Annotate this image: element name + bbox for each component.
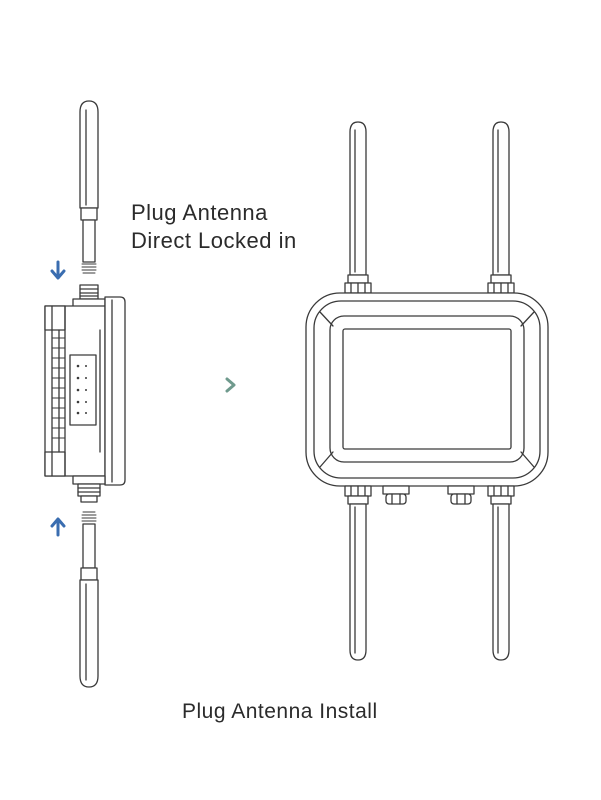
device-side-view xyxy=(44,296,126,486)
arrow-up-icon xyxy=(50,517,66,537)
plug-antenna-line2: Direct Locked in xyxy=(131,228,297,253)
plug-antenna-line1: Plug Antenna xyxy=(131,200,268,225)
left-bottom-connector xyxy=(72,475,106,503)
chevron-right-icon xyxy=(225,377,236,393)
cable-glands xyxy=(382,485,475,505)
right-top-left-antenna xyxy=(344,121,372,294)
arrow-down-icon xyxy=(50,260,66,280)
right-bottom-right-antenna xyxy=(487,485,515,661)
left-top-connector xyxy=(72,284,106,308)
plug-antenna-caption: Plug Antenna Direct Locked in xyxy=(131,199,297,255)
device-front-view xyxy=(305,292,549,487)
install-caption: Plug Antenna Install xyxy=(182,700,378,723)
left-top-antenna xyxy=(79,100,99,274)
left-bottom-antenna xyxy=(79,511,99,688)
right-top-right-antenna xyxy=(487,121,515,294)
right-bottom-left-antenna xyxy=(344,485,372,661)
